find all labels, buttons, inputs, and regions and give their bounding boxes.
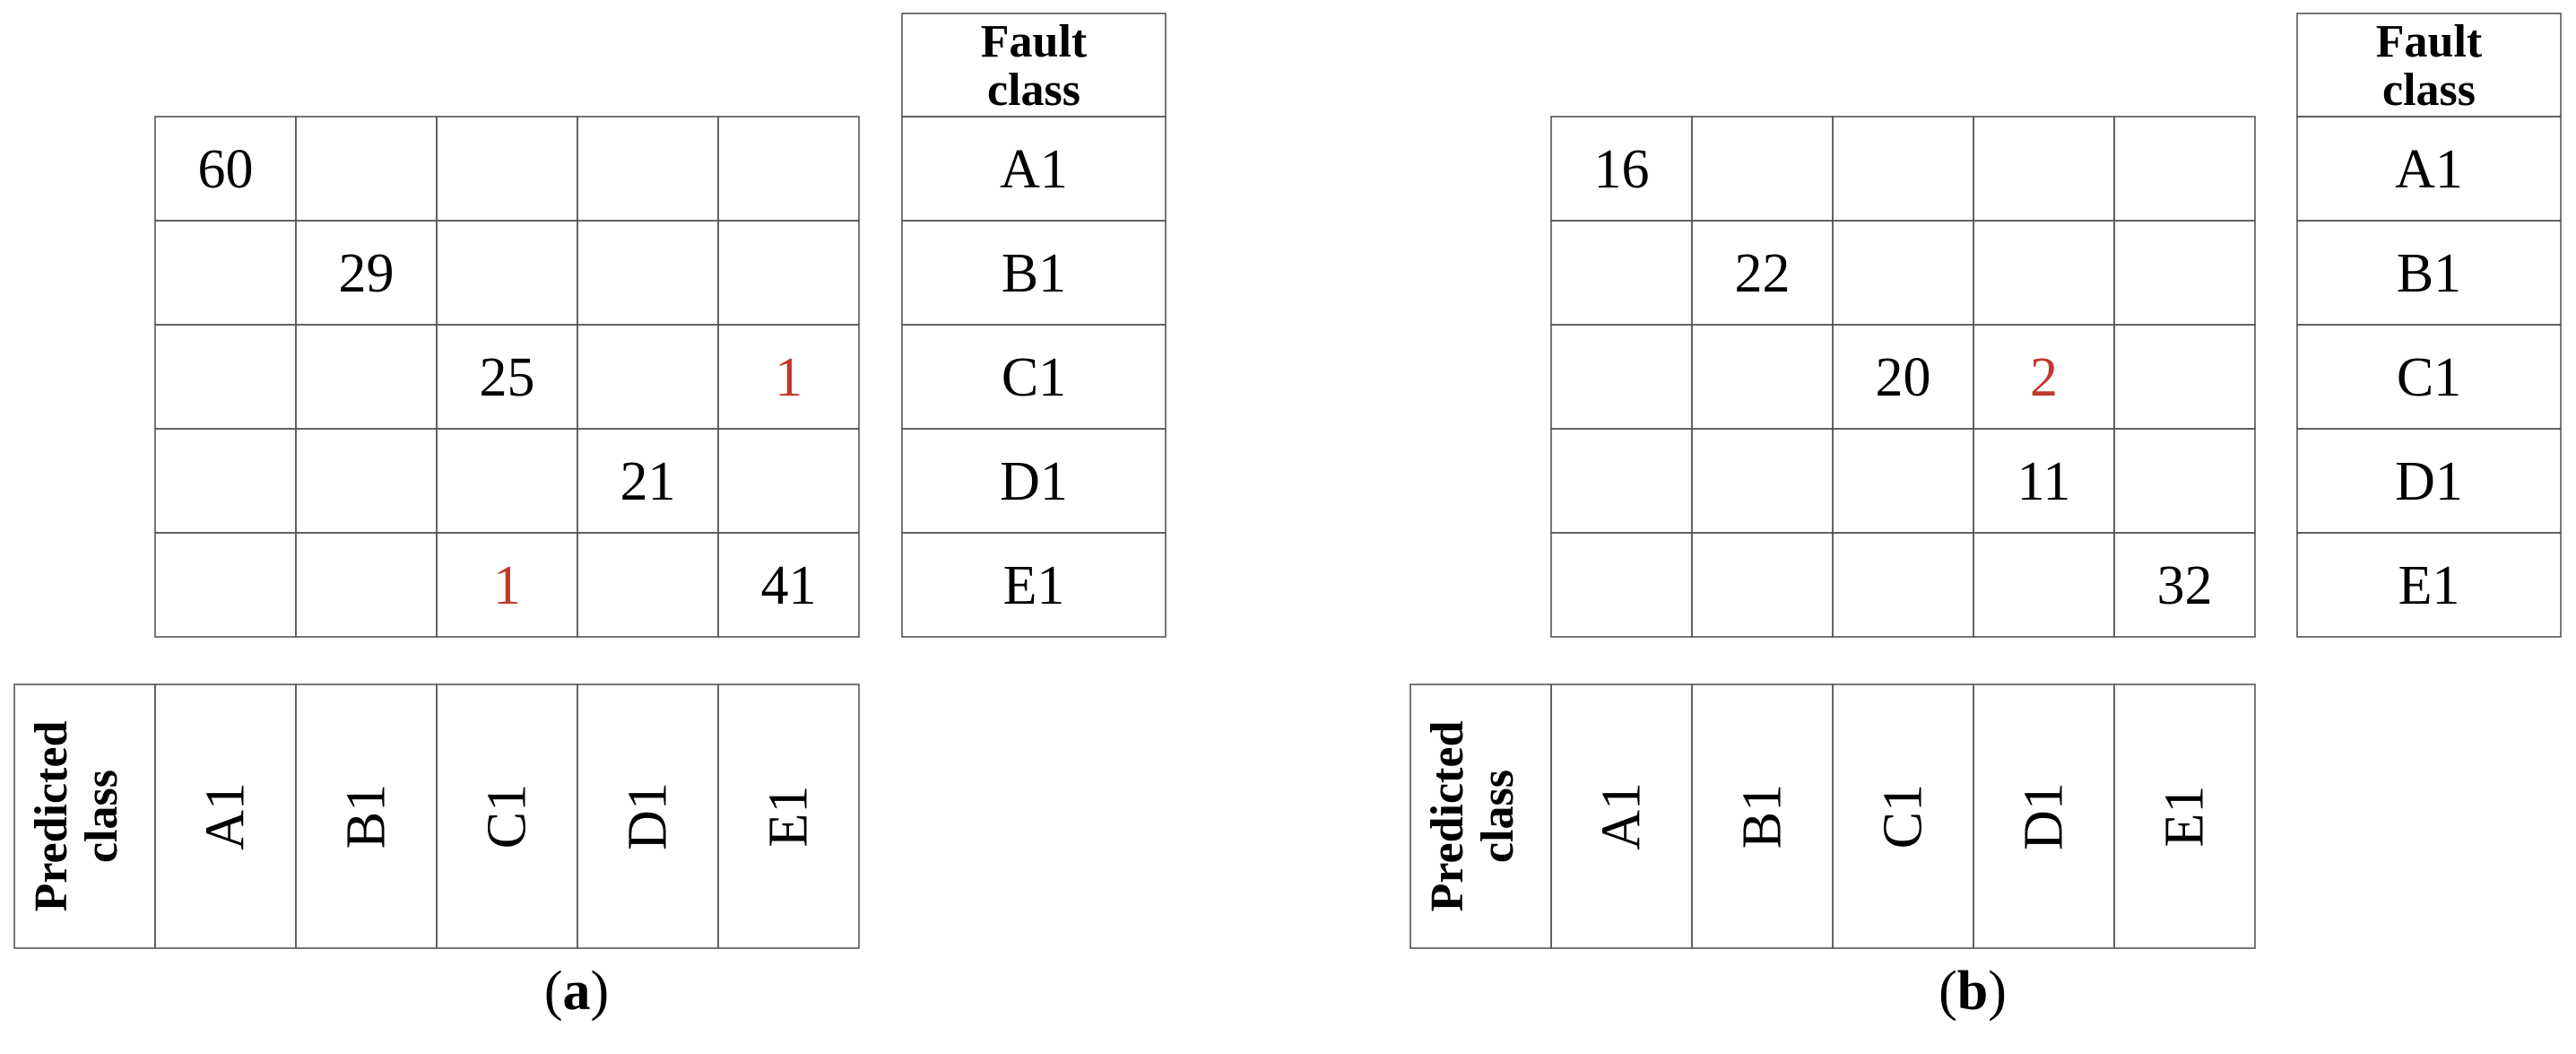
fault-class-label: C1	[1002, 347, 1066, 408]
fault-class-label: A1	[1000, 139, 1068, 200]
matrix-cell	[577, 324, 719, 430]
matrix-cell	[295, 428, 438, 534]
matrix-cell	[1550, 532, 1693, 638]
matrix-cell	[717, 220, 860, 326]
predicted-class-header-text: class	[1472, 770, 1523, 863]
matrix-cell	[2113, 532, 2256, 638]
fault-class-label: A1	[2395, 139, 2463, 200]
cell-value: 25	[480, 347, 535, 408]
predicted-class-header-text: Predicted	[26, 721, 77, 912]
fault-class-label: E1	[2398, 555, 2460, 616]
fault-class-header-text: Fault	[2376, 16, 2483, 67]
matrix-cell	[717, 116, 860, 222]
matrix-cell	[154, 324, 297, 430]
matrix-cell	[436, 220, 578, 326]
fault-class-label: C1	[2397, 347, 2461, 408]
matrix-cell	[577, 532, 719, 638]
predicted-class-label: E1	[759, 786, 820, 848]
matrix-cell	[2113, 220, 2256, 326]
cell-value: 22	[1735, 243, 1791, 304]
fault-class-label: B1	[1002, 243, 1066, 304]
matrix-cell	[1832, 116, 1974, 222]
matrix-cell	[1550, 324, 1693, 430]
cell-value: 60	[198, 139, 254, 200]
matrix-cell	[2113, 116, 2256, 222]
predicted-class-label: C1	[1873, 784, 1934, 849]
cell-value: 41	[761, 555, 817, 616]
matrix-cell	[1832, 220, 1974, 326]
fault-class-header-text: class	[987, 65, 1080, 116]
cell-value: 16	[1594, 139, 1650, 200]
cell-value: 1	[775, 347, 802, 408]
cell-value: 20	[1876, 347, 1931, 408]
predicted-class-label: C1	[477, 784, 538, 849]
fault-class-label: D1	[2395, 451, 2463, 512]
matrix-cell	[154, 220, 297, 326]
matrix-cell	[436, 428, 578, 534]
predicted-class-label: B1	[336, 784, 397, 849]
matrix-cell	[1550, 428, 1693, 534]
cell-value: 21	[620, 451, 676, 512]
cell-value: 1	[493, 555, 521, 616]
panel-label: (a)	[544, 961, 609, 1022]
predicted-class-label: A1	[1592, 782, 1652, 850]
fault-class-cell	[901, 532, 1167, 638]
matrix-cell	[295, 324, 438, 430]
matrix-cell	[295, 532, 438, 638]
predicted-class-label: E1	[2155, 786, 2216, 848]
fault-class-label: E1	[1003, 555, 1065, 616]
matrix-cell	[717, 532, 860, 638]
matrix-cell	[154, 428, 297, 534]
matrix-cell	[1973, 532, 2115, 638]
fault-class-header-text: Fault	[981, 16, 1088, 67]
fault-class-label: D1	[1000, 451, 1068, 512]
fault-class-cell	[2296, 532, 2562, 638]
matrix-cell	[2113, 428, 2256, 534]
matrix-cell	[1832, 428, 1974, 534]
matrix-cell	[1973, 220, 2115, 326]
matrix-cell	[1832, 532, 1974, 638]
panel-label: (b)	[1939, 961, 2007, 1022]
matrix-cell	[1691, 116, 1834, 222]
matrix-cell	[577, 116, 719, 222]
matrix-cell	[717, 428, 860, 534]
predicted-class-label: A1	[195, 782, 256, 850]
matrix-cell	[1691, 324, 1834, 430]
fault-class-header-text: class	[2382, 65, 2476, 116]
cell-value: 11	[2017, 451, 2071, 512]
cell-value: 32	[2157, 555, 2213, 616]
predicted-class-header-text: Predicted	[1422, 721, 1473, 912]
predicted-class-label: D1	[618, 782, 679, 850]
predicted-class-header-text: class	[76, 770, 127, 863]
matrix-cell	[1691, 532, 1834, 638]
predicted-class-cell	[717, 684, 860, 949]
cell-value: 29	[339, 243, 395, 304]
predicted-class-label: D1	[2014, 782, 2075, 850]
cell-value: 2	[2030, 347, 2058, 408]
predicted-class-label: B1	[1732, 784, 1793, 849]
matrix-cell	[1973, 116, 2115, 222]
matrix-cell	[1691, 428, 1834, 534]
fault-class-label: B1	[2397, 243, 2461, 304]
matrix-cell	[154, 532, 297, 638]
matrix-cell	[2113, 324, 2256, 430]
matrix-cell	[436, 116, 578, 222]
matrix-cell	[1550, 220, 1693, 326]
matrix-cell	[577, 220, 719, 326]
predicted-class-cell	[2113, 684, 2256, 949]
matrix-cell	[295, 116, 438, 222]
